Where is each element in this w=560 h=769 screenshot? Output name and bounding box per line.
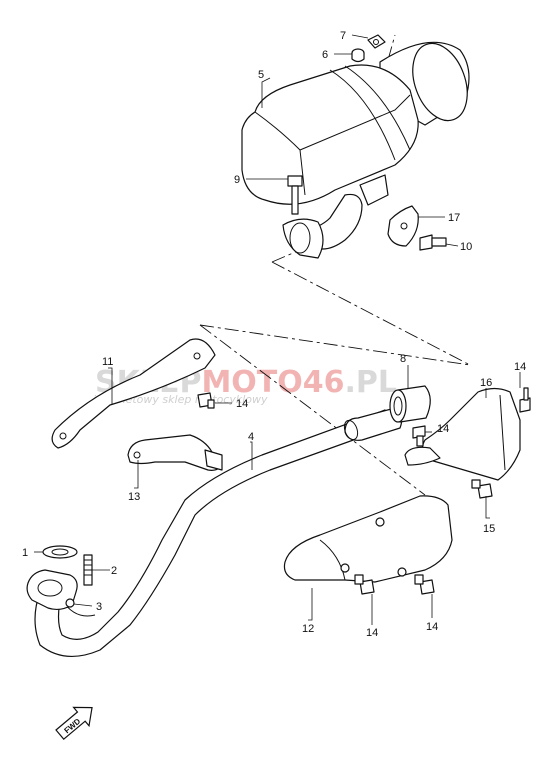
gasket [42, 545, 78, 559]
bolt-14-d [354, 574, 375, 595]
bracket-11 [51, 338, 216, 449]
fwd-arrow-icon: FWD [55, 706, 93, 741]
callout-labels: 1 2 3 4 5 6 7 8 9 10 11 12 13 14 14 14 1… [22, 30, 526, 639]
callout-8: 8 [400, 353, 406, 365]
bolt-10 [419, 234, 447, 251]
callout-3: 3 [96, 601, 102, 613]
callout-5: 5 [258, 69, 264, 81]
callout-1: 1 [22, 547, 28, 559]
nut-7 [367, 34, 386, 49]
watermark-brand-right: .PL [345, 365, 398, 400]
muffler [241, 41, 470, 259]
callout-16: 16 [480, 377, 492, 389]
washer-6 [351, 48, 365, 63]
bracket-17 [387, 205, 419, 247]
callout-14-d: 14 [366, 627, 378, 639]
bolt-14-e [414, 574, 435, 595]
callout-13: 13 [128, 491, 140, 503]
heat-shield-upper [404, 387, 521, 481]
callout-14-b: 14 [437, 423, 449, 435]
callout-12: 12 [302, 623, 314, 635]
callout-2: 2 [111, 565, 117, 577]
callout-7: 7 [340, 30, 346, 42]
callout-14-c: 14 [514, 361, 526, 373]
callout-17: 17 [448, 212, 460, 224]
bolt-14-a [197, 392, 215, 409]
stud-bolt [83, 554, 93, 586]
callout-14-a: 14 [236, 398, 248, 410]
connector-sleeve [389, 385, 431, 423]
bracket-13 [127, 434, 223, 471]
heat-shield-lower [283, 495, 453, 583]
bolt-14-c [412, 425, 426, 447]
bolt-9 [287, 175, 303, 215]
exhaust-flange [26, 569, 78, 611]
callout-10: 10 [460, 241, 472, 253]
callout-14-e: 14 [426, 621, 438, 633]
bolt-14-b [519, 387, 531, 413]
leader-lines [34, 34, 521, 625]
bolt-15 [471, 479, 493, 499]
callout-6: 6 [322, 49, 328, 61]
callout-15: 15 [483, 523, 495, 535]
callout-9: 9 [234, 174, 240, 186]
callout-11: 11 [102, 356, 113, 368]
callout-4: 4 [248, 431, 254, 443]
watermark-brand-red: MOTO46 [201, 365, 344, 400]
